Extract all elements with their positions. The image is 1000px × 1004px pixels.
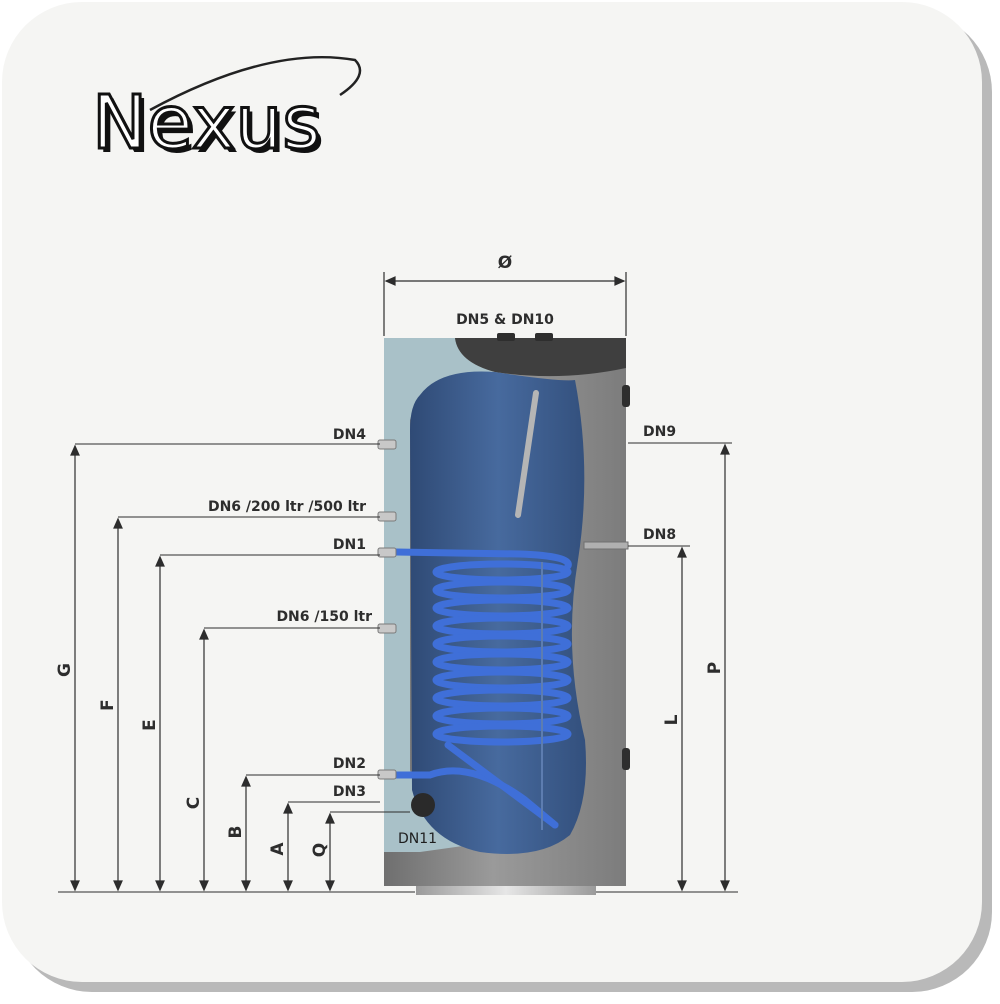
- right-dimension-arrows: [677, 443, 730, 892]
- tank: [377, 333, 630, 886]
- right-sensor-port: [622, 385, 630, 407]
- top-connection-label: DN5 & DN10: [456, 312, 554, 328]
- dimension-e: E: [140, 719, 160, 731]
- right-leader-lines: [596, 442, 738, 893]
- diameter-label: Ø: [498, 253, 512, 273]
- logo-text: Nexus: [92, 80, 321, 166]
- dn11-port: [411, 793, 435, 817]
- logo-swoosh: [149, 55, 362, 112]
- nexus-logo: Nexus Nexus: [91, 55, 362, 170]
- dn11-label: DN11: [398, 831, 437, 847]
- dn1-label: DN1: [333, 537, 366, 553]
- anode-rod: [515, 390, 539, 518]
- dimension-b: B: [226, 826, 246, 839]
- top-port-2: [535, 333, 553, 341]
- dimension-f: F: [98, 699, 118, 711]
- dimension-q: Q: [310, 843, 330, 857]
- insulation-layer: [384, 338, 495, 852]
- dimension-l: L: [662, 714, 682, 725]
- left-dimension-arrows: [70, 444, 335, 892]
- tank-top-cap: [455, 338, 626, 377]
- tank-base: [416, 885, 596, 895]
- dn2-label: DN2: [333, 756, 366, 772]
- dn6-small-label: DN6 /150 ltr: [276, 609, 372, 625]
- dimension-g: G: [55, 663, 75, 677]
- dn9-label: DN9: [643, 424, 676, 440]
- right-lower-port: [622, 748, 630, 770]
- dn8-label: DN8: [643, 527, 676, 543]
- dimension-a: A: [268, 842, 288, 856]
- dimension-c: C: [184, 797, 204, 809]
- diameter-dimension: [383, 272, 627, 336]
- dn3-label: DN3: [333, 784, 366, 800]
- logo-text-shadow: Nexus: [96, 84, 325, 170]
- top-port-1: [497, 333, 515, 341]
- dn8-stub: [583, 541, 629, 550]
- dn6-large-label: DN6 /200 ltr /500 ltr: [208, 499, 366, 515]
- left-leader-lines: [58, 443, 415, 893]
- heating-coil: [392, 548, 572, 829]
- dimension-p: P: [705, 662, 725, 674]
- dn4-label: DN4: [333, 427, 366, 443]
